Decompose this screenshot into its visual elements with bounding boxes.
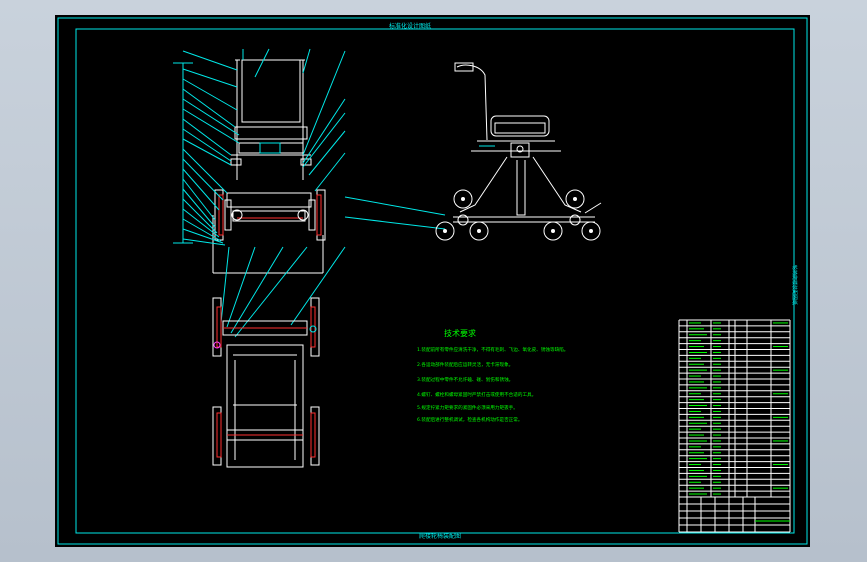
top-title-label: 标准化设计图纸: [389, 22, 431, 30]
bottom-title-label: 爬楼轮椅装配图: [419, 532, 461, 540]
technical-requirements: 技术要求 1.装配前所有零件应清洗干净，不得有毛刺、飞边、氧化皮、锈蚀等缺陷。 …: [417, 328, 568, 423]
front-view: [173, 48, 446, 338]
side-title-label: 轮椅爬楼装配图纸: [791, 265, 798, 305]
tech-line-4: 4.螺钉、螺栓和螺母紧固时严禁打击或使用不合适的工具。: [417, 391, 536, 398]
side-view: [435, 62, 602, 241]
tech-line-1: 1.装配前所有零件应清洗干净，不得有毛刺、飞边、氧化皮、锈蚀等缺陷。: [417, 346, 568, 353]
cad-drawing: 标准化设计图纸 爬楼轮椅装配图 轮椅爬楼装配图纸: [57, 17, 808, 545]
tech-line-5: 5.规定拧紧力矩要求的紧固件必须采用力矩扳手。: [417, 404, 518, 411]
plan-view: [212, 297, 320, 468]
tech-title: 技术要求: [444, 328, 476, 338]
cad-viewport[interactable]: 标准化设计图纸 爬楼轮椅装配图 轮椅爬楼装配图纸: [55, 15, 810, 547]
tech-line-2: 2.各运动部件装配后应运转灵活，无卡滞现象。: [417, 361, 513, 368]
sheet-outer-border: [57, 17, 808, 545]
tech-line-6: 6.装配后进行整机调试，检查各机构动作是否正常。: [417, 416, 522, 423]
tech-line-3: 3.装配过程中零件不允许磕、碰、划伤和锈蚀。: [417, 376, 513, 383]
parts-list-table: [678, 319, 791, 533]
sheet-inner-border: [75, 28, 795, 534]
